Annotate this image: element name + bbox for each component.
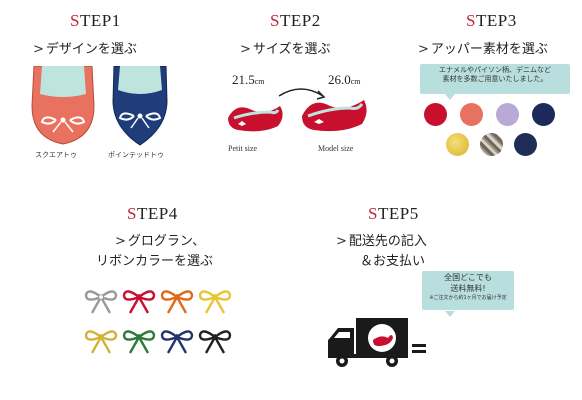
- size-large-label: 26.0cm: [328, 72, 361, 87]
- bubble-tail: [445, 311, 455, 317]
- delivery-truck-icon: [328, 318, 426, 367]
- material-swatch-red[interactable]: [424, 103, 447, 126]
- curved-arrow-icon: [278, 88, 326, 100]
- ribbon-orange[interactable]: [160, 290, 194, 315]
- model-size-label: Model size: [318, 144, 354, 153]
- size-small-label: 21.5cm: [232, 72, 265, 87]
- model-size-shoe-image: [302, 100, 367, 132]
- pointed-toe-shoe-image: [112, 66, 168, 146]
- step3-subtitle: >アッパー素材を選ぶ: [418, 42, 548, 57]
- ribbon-red[interactable]: [122, 290, 156, 315]
- material-swatch-denim[interactable]: [514, 133, 537, 156]
- material-swatch-lavender[interactable]: [496, 103, 519, 126]
- ribbon-colors: [84, 290, 232, 355]
- step1-subtitle: >デザインを選ぶ: [33, 42, 137, 57]
- free-shipping-bubble: 全国どこでも 送料無料! ※ご注文から約1ヶ月でお届け予定: [422, 271, 514, 310]
- material-swatch-coral[interactable]: [460, 103, 483, 126]
- square-toe-shoe-image: [31, 66, 95, 145]
- step5-subtitle-line1: >配送先の記入: [336, 234, 427, 249]
- step4-subtitle-line2: リボンカラーを選ぶ: [96, 254, 214, 269]
- step4-subtitle-line1: >グログラン、: [115, 234, 206, 249]
- material-swatches: [424, 103, 574, 163]
- ribbon-black[interactable]: [198, 330, 232, 355]
- bubble-tail: [445, 94, 455, 100]
- ribbon-yellow[interactable]: [198, 290, 232, 315]
- material-swatch-gold[interactable]: [446, 133, 469, 156]
- petit-size-shoe-image: [228, 106, 283, 132]
- petit-size-label: Petit size: [228, 144, 258, 153]
- square-toe-label: スクエアトゥ: [35, 151, 77, 159]
- step4-title: STEP4: [127, 204, 178, 223]
- step1-title: STEP1: [70, 11, 121, 30]
- step5-subtitle-line2: ＆お支払い: [360, 254, 426, 269]
- ribbon-green[interactable]: [122, 330, 156, 355]
- material-swatch-navy[interactable]: [532, 103, 555, 126]
- ribbon-navy[interactable]: [160, 330, 194, 355]
- material-info-bubble: エナメルやパイソン柄、デニムなど 素材を多数ご用意いたしました。: [420, 64, 570, 94]
- material-swatch-python[interactable]: [480, 133, 503, 156]
- step5-title: STEP5: [368, 204, 419, 223]
- step2-subtitle: >サイズを選ぶ: [240, 42, 331, 57]
- ribbon-mustard[interactable]: [84, 330, 118, 355]
- ribbon-white[interactable]: [84, 290, 118, 315]
- pointed-toe-label: ポインテッドトゥ: [108, 151, 164, 159]
- step2-title: STEP2: [270, 11, 321, 30]
- step3-title: STEP3: [466, 11, 517, 30]
